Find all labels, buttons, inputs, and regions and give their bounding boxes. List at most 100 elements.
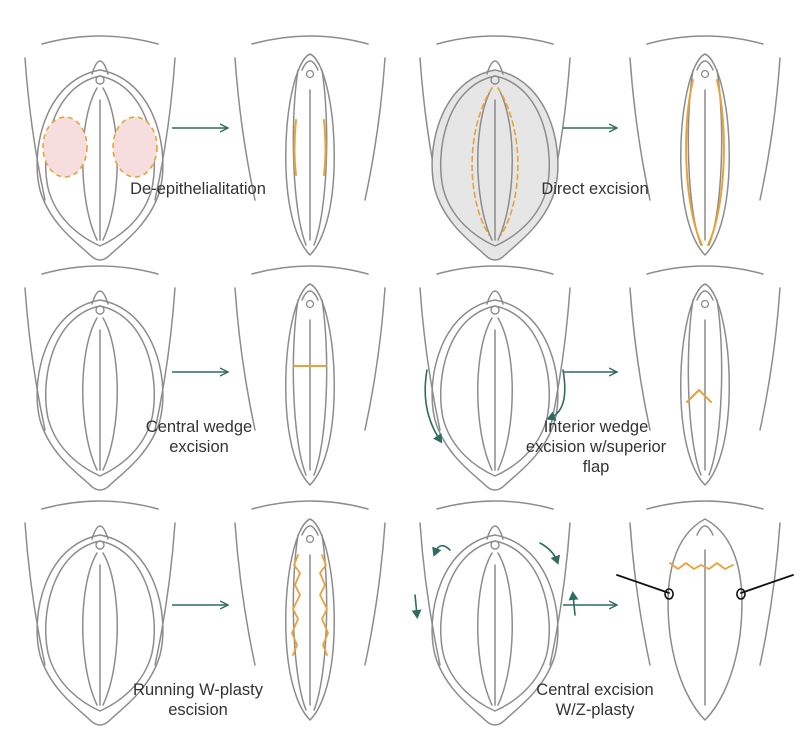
pubic-contour [41,500,159,510]
inner-fold-left [477,317,493,471]
labia-inner-outline [45,540,155,712]
zplasty-outline [667,518,743,721]
clitoral-hood [91,525,109,540]
thigh-right [549,522,571,666]
narrow-clitoris [305,299,315,309]
pubic-contour [646,35,764,45]
narrow-fold-left [687,299,702,476]
pubic-contour [41,35,159,45]
narrow-fold-left [292,299,307,476]
suture-line-left [293,119,297,176]
suture-needle-left [664,588,674,600]
suture-line-right [323,119,327,176]
pubic-contour [646,265,764,275]
label-de-epithelialitation: De-epithelialitation [130,180,266,198]
inner-fold-left [82,87,98,241]
de-epithelialized-area-left [42,116,88,178]
clitoris [95,305,105,315]
clitoris [95,75,105,85]
thigh-right [759,57,781,201]
panel-interior-wedge [419,265,781,491]
inner-fold-left [82,552,98,706]
narrow-hood [696,60,714,71]
panel-running-wplasty [24,500,386,726]
suture-strand-left [616,574,670,594]
narrow-fold-right [708,299,723,476]
clitoris [490,305,500,315]
closure-line-left [685,79,703,246]
thigh-left [419,522,441,666]
inner-fold-right [497,552,513,706]
inner-fold-right [497,317,513,471]
labia-inner-outline [45,305,155,477]
excision-line-left [471,87,493,236]
clitoral-hood [91,60,109,75]
thigh-right [759,522,781,666]
inner-fold-right [497,87,513,241]
closure-line-right [707,79,725,246]
labia-inner-outline [440,305,550,477]
labia-minora-outline [36,69,164,261]
rotation-arrow-lower-left [411,594,422,619]
inner-fold-right [102,87,118,241]
panel-central-wedge [24,265,386,491]
thigh-right [154,522,176,666]
pubic-contour [646,500,764,510]
thigh-left [234,287,256,431]
pubic-contour [436,500,554,510]
narrow-hood [301,60,319,71]
thigh-right [364,57,386,201]
rotation-arrow-left [424,369,443,444]
labia-inner-outline [440,75,550,247]
pubic-contour [251,35,369,45]
narrow-fold-right [313,69,328,246]
inner-fold-left [82,317,98,471]
suture-needle-right [736,588,746,600]
narrow-clitoris [305,534,315,544]
inner-fold-right [102,552,118,706]
clitoral-hood [486,290,504,305]
thigh-right [154,287,176,431]
thigh-left [629,287,651,431]
thigh-left [234,57,256,201]
thigh-right [759,287,781,431]
thigh-left [24,57,46,201]
clitoris [95,540,105,550]
thigh-left [234,522,256,666]
rotation-arrow-upper-right [539,542,560,565]
clitoris [490,540,500,550]
thigh-right [154,57,176,201]
labia-minora-outline [36,299,164,491]
narrow-clitoris [700,69,710,79]
rotation-arrow-upper-left [432,544,451,557]
excision-line-right [497,87,519,236]
suture-strand-right [740,574,794,594]
panel-central-wzplasty [411,500,794,726]
thigh-left [629,522,651,666]
narrow-outline [285,283,335,486]
narrow-clitoris [305,69,315,79]
clitoral-hood [486,525,504,540]
label-central-wzplasty: Central excision W/Z-plasty [536,681,654,719]
narrow-outline [285,518,335,721]
rotation-arrow-right [546,369,566,421]
narrow-hood [696,290,714,301]
labia-inner-outline [440,540,550,712]
de-epithelialized-area-right [112,116,158,178]
pubic-contour [251,500,369,510]
narrow-outline [285,53,335,256]
inner-fold-right [102,317,118,471]
clitoral-hood [486,60,504,75]
w-plasty-line-right [319,554,329,656]
clitoral-hood [91,290,109,305]
inner-fold-left [477,87,493,241]
zplasty-hood [696,525,714,536]
panel-de-epithelialitation [24,35,386,261]
clitoris [490,75,500,85]
pubic-contour [436,35,554,45]
label-direct-excision: Direct excision [541,180,649,198]
thigh-left [24,287,46,431]
inner-fold-left [477,552,493,706]
pubic-contour [251,265,369,275]
